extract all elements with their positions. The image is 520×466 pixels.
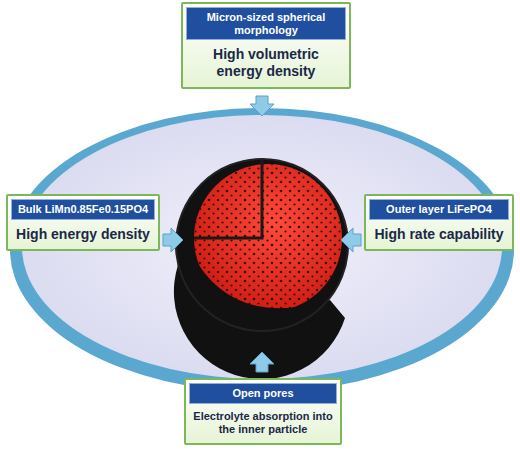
box-body: High volumetric energy density (186, 40, 346, 84)
box-heading: Bulk LiMn0.85Fe0.15PO4 (11, 199, 155, 220)
feature-box: Open poresElectrolyte absorption into th… (184, 378, 342, 445)
box-body: High energy density (11, 220, 155, 247)
box-body: Electrolyte absorption into the inner pa… (189, 404, 337, 440)
box-heading: Open pores (189, 383, 337, 404)
arrows (163, 96, 361, 372)
sphere (174, 159, 348, 379)
box-body: High rate capability (369, 220, 509, 247)
feature-box: Micron-sized spherical morphologyHigh vo… (181, 2, 351, 89)
feature-box: Bulk LiMn0.85Fe0.15PO4High energy densit… (6, 194, 160, 251)
box-heading: Outer layer LiFePO4 (369, 199, 509, 220)
box-heading: Micron-sized spherical morphology (186, 7, 346, 40)
feature-box: Outer layer LiFePO4High rate capability (364, 194, 514, 251)
